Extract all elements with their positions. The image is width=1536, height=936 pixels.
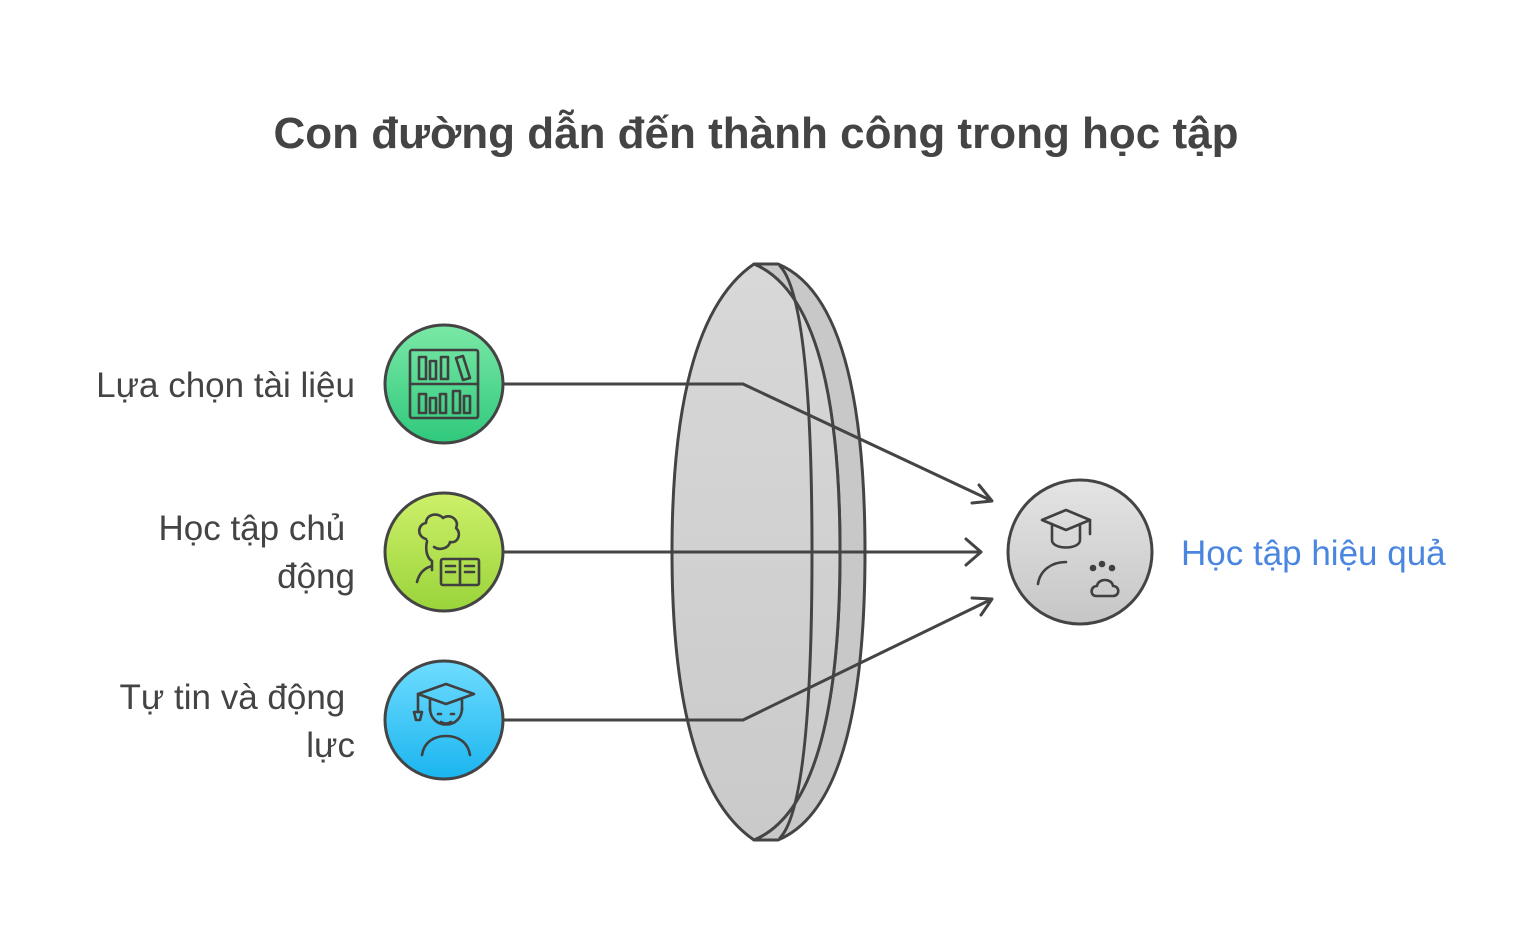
page-title: Con đường dẫn đến thành công trong học t… [273,108,1238,158]
input-label-1: Lựa chọn tài liệu [96,366,355,405]
input-label-2: Học tập chủ động [158,509,355,596]
output-label: Học tập hiệu quả [1181,534,1446,573]
input-label-3: Tự tin và động lực [119,678,355,765]
bookshelf-icon [408,348,480,420]
input-node-2: Học tập chủ động [158,491,505,613]
connector-3 [502,596,994,722]
graduate-cloud-icon [1036,508,1120,598]
connector-2 [502,537,983,567]
input-node-1: Lựa chọn tài liệu [96,323,505,445]
connector-1 [502,382,994,505]
reading-student-icon [415,513,481,587]
input-node-3: Tự tin và động lực [119,659,505,781]
output-node: Học tập hiệu quả [1006,478,1446,626]
graduate-icon [412,682,476,757]
